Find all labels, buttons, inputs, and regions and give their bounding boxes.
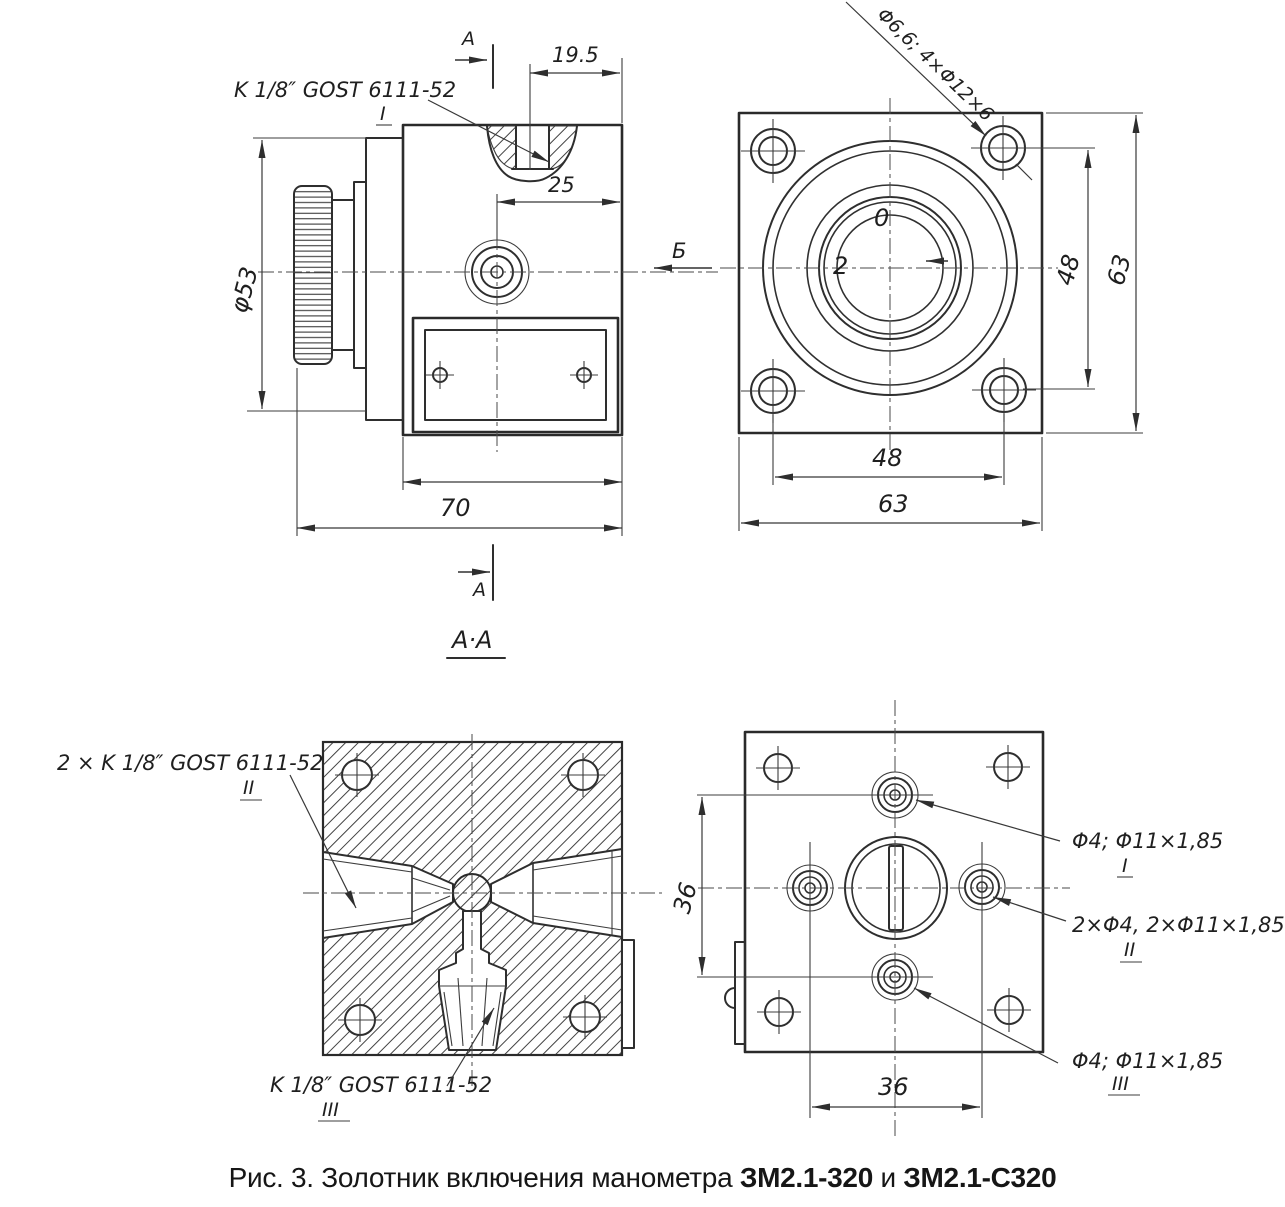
rear-callout-ii-text: 2×Φ4, 2×Φ11×1,85 <box>1072 913 1285 937</box>
figure-caption: Рис. 3. Золотник включения манометра ЗМ2… <box>0 1162 1285 1194</box>
rear-callout-iii-ref: III <box>1112 1073 1129 1095</box>
rear-callout-i: Φ4; Φ11×1,85 I <box>915 799 1223 878</box>
top-port-section <box>486 125 578 183</box>
thread-callout-i-leader <box>427 99 550 163</box>
svg-text:φ53: φ53 <box>225 264 264 316</box>
dim-36-v: 36 <box>668 797 706 975</box>
knurled-knob <box>293 185 333 365</box>
section-side-tab <box>621 939 635 1049</box>
rear-callout-iii: Φ4; Φ11×1,85 III <box>913 987 1223 1096</box>
thread-callout-ii: 2 × K 1/8″ GOST 6111-52 II <box>57 751 357 909</box>
rear-callout-iii-text: Φ4; Φ11×1,85 <box>1072 1049 1223 1073</box>
section-marker-bottom: A <box>458 544 494 601</box>
svg-text:70: 70 <box>440 494 471 522</box>
name-plate <box>411 316 620 434</box>
section-marker-top: A <box>455 28 494 89</box>
caption-prefix: Рис. 3. Золотник включения манометра <box>228 1162 740 1193</box>
thread-callout-iii: K 1/8″ GOST 6111-52 III <box>270 1007 495 1122</box>
svg-text:36: 36 <box>878 1073 909 1101</box>
left-port <box>322 851 454 939</box>
svg-text:63: 63 <box>878 490 909 518</box>
front-view: 0 2 Φ6,6; 4×Φ12×6 48 63 48 <box>720 1 1143 531</box>
body-step <box>365 137 404 421</box>
thread-callout-i: K 1/8″ GOST 6111-52 I <box>234 78 550 163</box>
svg-text:63: 63 <box>1102 252 1137 289</box>
svg-text:48: 48 <box>1051 252 1086 289</box>
dim-25: 25 <box>496 173 620 240</box>
rear-view: 36 36 Φ4; Φ11×1,85 I 2×Φ4, 2×Φ11×1,85 II… <box>668 700 1285 1140</box>
valve-body <box>401 123 624 437</box>
hole-callout-text: Φ6,6; 4×Φ12×6 <box>873 4 998 126</box>
thread-callout-iii-text: K 1/8″ GOST 6111-52 <box>270 1073 492 1097</box>
section-a-label-bottom: A <box>471 579 486 601</box>
dial-zero: 0 <box>874 204 889 232</box>
dim-63-v: 63 <box>1046 112 1143 434</box>
knob-plate <box>353 181 367 369</box>
svg-text:48: 48 <box>872 444 903 472</box>
dim-70: 70 <box>296 368 623 536</box>
view-b-label: Б <box>672 239 686 263</box>
dim-36-h: 36 <box>812 1073 980 1111</box>
section-title: A·A <box>450 626 492 654</box>
rear-callout-i-ref: I <box>1122 855 1128 877</box>
caption-conjunction: и <box>872 1162 904 1193</box>
dim-19-5: 19.5 <box>529 43 623 170</box>
dial-two: 2 <box>833 252 848 280</box>
caption-model-1: ЗМ2.1-320 <box>739 1162 873 1193</box>
mounting-holes <box>741 116 1036 423</box>
caption-model-2: ЗМ2.1-С320 <box>903 1162 1057 1193</box>
thread-callout-ii-text: 2 × K 1/8″ GOST 6111-52 <box>57 751 323 775</box>
dim-48-h: 48 <box>772 414 1005 485</box>
svg-text:36: 36 <box>668 880 703 917</box>
svg-text:25: 25 <box>548 173 575 197</box>
thread-callout-ii-ref: II <box>243 777 255 799</box>
dim-48-v: 48 <box>1023 147 1095 390</box>
dim-63-h: 63 <box>738 437 1043 531</box>
thread-callout-i-text: K 1/8″ GOST 6111-52 <box>234 78 456 102</box>
hole-callout: Φ6,6; 4×Φ12×6 <box>845 1 1033 181</box>
thread-callout-iii-ref: III <box>322 1099 339 1121</box>
rear-corner-holes <box>756 745 1031 1034</box>
thread-callout-i-ref: I <box>380 103 386 125</box>
rear-callout-ii: 2×Φ4, 2×Φ11×1,85 II <box>992 896 1285 963</box>
section-view: A·A <box>57 626 662 1122</box>
rear-callout-ii-ref: II <box>1124 939 1136 961</box>
knob-stem <box>331 199 355 351</box>
rear-plate <box>743 730 1045 1054</box>
rear-side-tab <box>734 941 746 1045</box>
side-view: Б A A 19.5 25 φ53 <box>225 28 718 601</box>
svg-text:19.5: 19.5 <box>552 43 599 67</box>
section-corner-holes <box>335 753 607 1042</box>
rear-tab-bump <box>724 987 736 1009</box>
rear-callout-i-text: Φ4; Φ11×1,85 <box>1072 829 1223 853</box>
section-a-label-top: A <box>460 28 475 50</box>
